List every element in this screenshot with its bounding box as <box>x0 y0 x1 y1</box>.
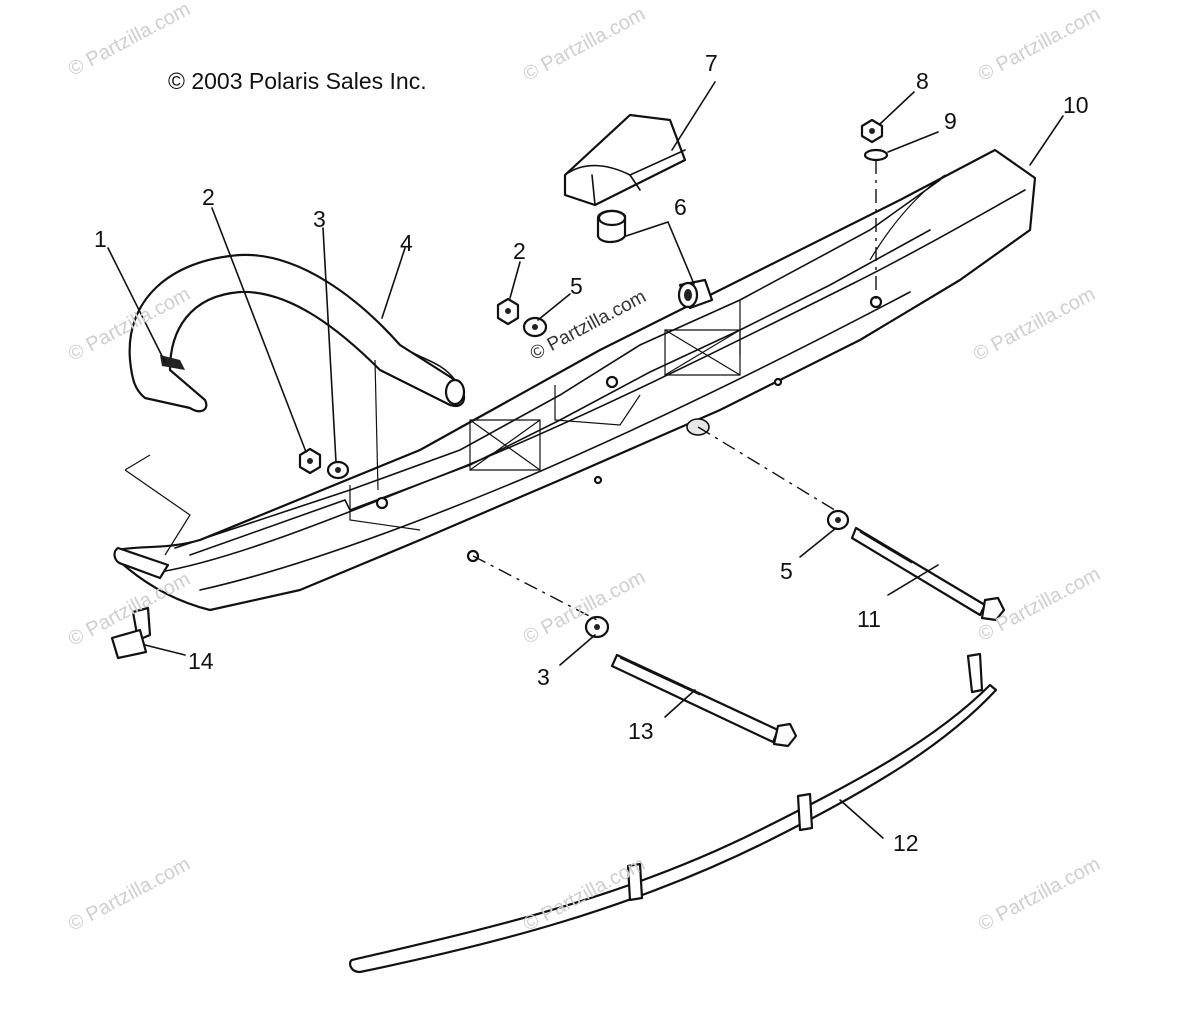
alignment-line-bolt-13 <box>472 555 598 621</box>
callout-8: 8 <box>916 68 929 94</box>
alignment-line-bolt-11 <box>697 426 839 513</box>
callout-9: 9 <box>944 108 957 134</box>
copyright-notice: © 2003 Polaris Sales Inc. <box>168 68 427 94</box>
washer-center <box>522 316 548 338</box>
washer-bolt-right <box>826 509 850 531</box>
callout-2-left: 2 <box>202 184 215 210</box>
long-bolt-13 <box>610 653 798 748</box>
nut-center <box>496 297 520 326</box>
callout-5-right: 5 <box>780 558 793 584</box>
callout-7: 7 <box>705 50 718 76</box>
callout-13: 13 <box>628 718 654 744</box>
nut-left <box>298 447 322 475</box>
callout-6: 6 <box>674 194 687 220</box>
callout-3-lower: 3 <box>537 664 550 690</box>
washer-left <box>326 460 350 480</box>
callout-10: 10 <box>1063 92 1089 118</box>
washer-right <box>863 148 889 162</box>
screw-14 <box>110 606 152 660</box>
callout-5-center: 5 <box>570 273 583 299</box>
long-bolt-11 <box>850 526 1006 622</box>
nut-right <box>860 118 884 144</box>
callout-1: 1 <box>94 226 107 252</box>
ski-body <box>113 148 1037 612</box>
callout-2-center: 2 <box>513 238 526 264</box>
bushing-top <box>596 209 627 244</box>
leader-lines <box>107 81 1064 839</box>
callout-14: 14 <box>188 648 214 674</box>
ski-pad <box>563 113 687 207</box>
callout-11: 11 <box>857 606 881 632</box>
callout-12: 12 <box>893 830 919 856</box>
washer-bolt-lower <box>584 615 610 639</box>
wear-bar <box>349 652 998 974</box>
ski-loop-handle <box>124 253 466 556</box>
callout-4: 4 <box>400 230 413 256</box>
callout-3-upper: 3 <box>313 206 326 232</box>
bushing-bottom <box>677 278 714 310</box>
